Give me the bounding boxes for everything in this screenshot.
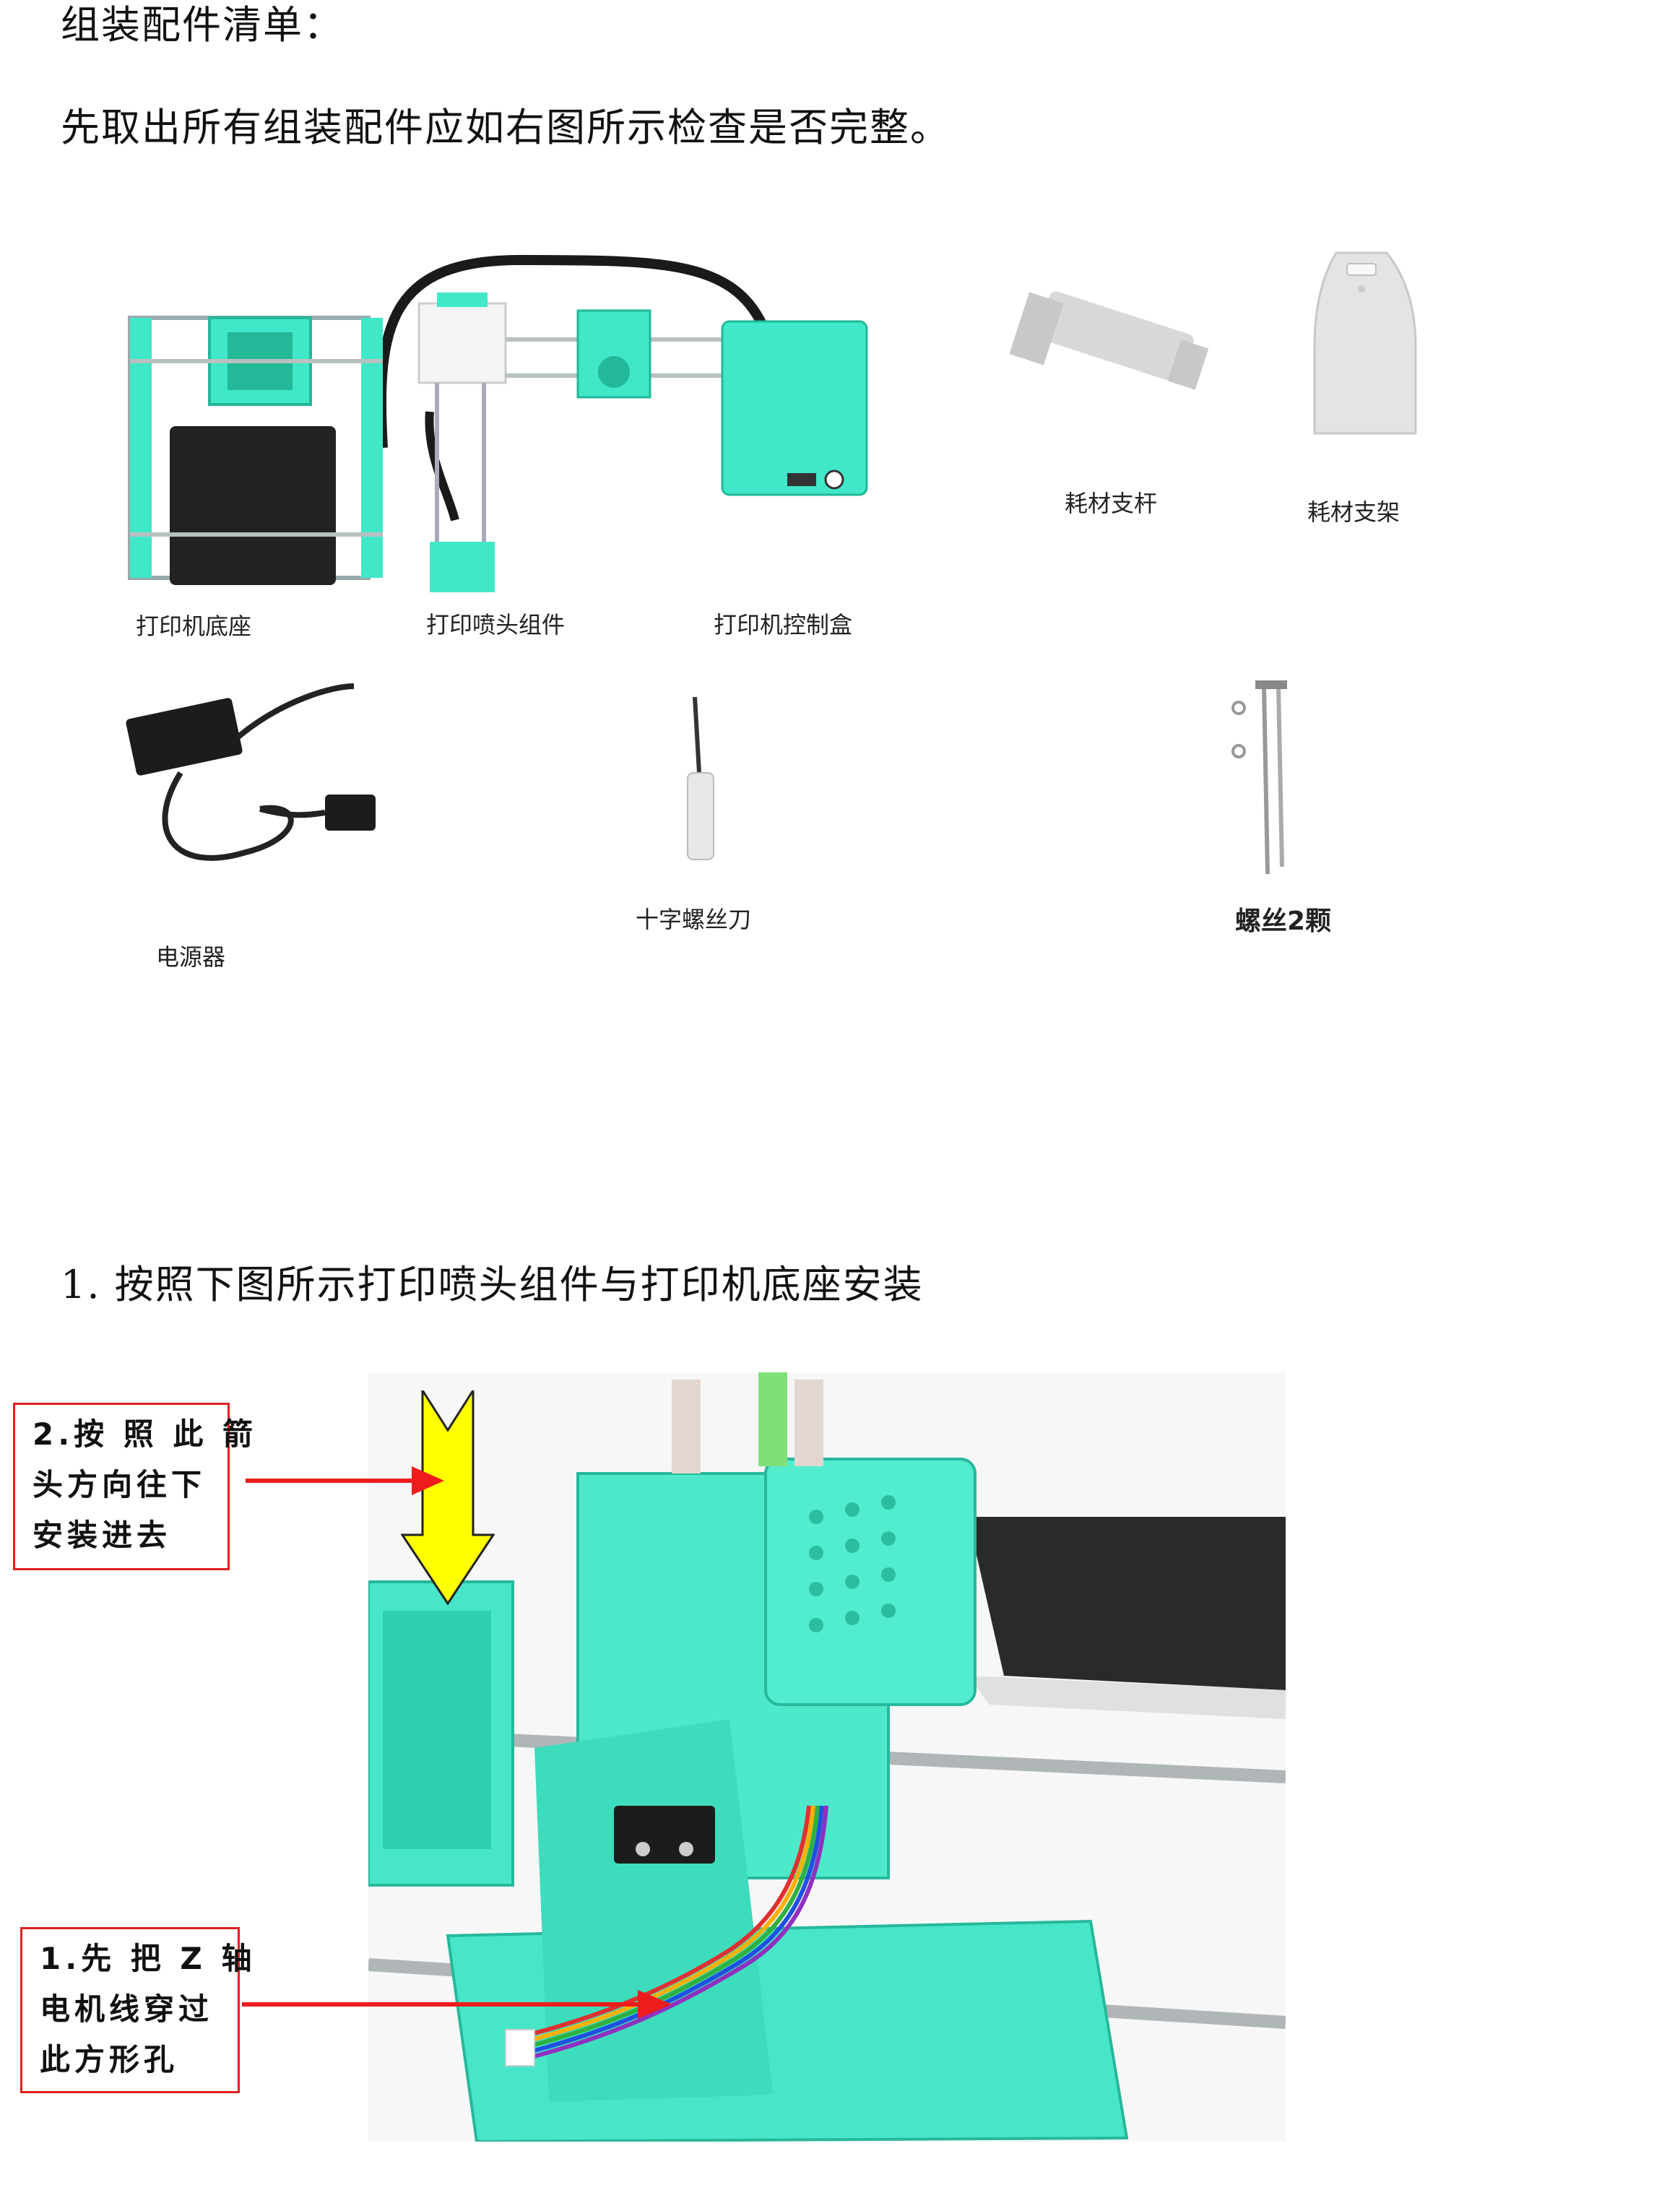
screws-image	[1231, 680, 1287, 875]
printer-overview-image	[128, 254, 868, 592]
instruction-text: 先取出所有组装配件应如右图所示检查是否完整。	[61, 105, 951, 150]
spool-rod-image	[1009, 291, 1209, 390]
spool-holder-image	[1313, 251, 1417, 435]
caption-screwdriver: 十字螺丝刀	[636, 906, 752, 933]
step1-title: 1. 按照下图所示打印喷头组件与打印机底座安装	[61, 1262, 924, 1307]
callout-arrow-note: 2.按 照 此 箭 头方向往下 安装进去	[13, 1403, 258, 1570]
section-title: 组装配件清单：	[61, 2, 344, 48]
caption-spool-holder: 耗材支架	[1307, 498, 1400, 526]
caption-nozzle: 打印喷头组件	[426, 611, 566, 639]
callout-arrow-line-3: 安装进去	[33, 1518, 172, 1553]
callout-arrow-line-2: 头方向往下	[33, 1467, 207, 1502]
caption-spool-rod: 耗材支杆	[1065, 490, 1158, 517]
red-arrow-top-icon	[246, 1466, 444, 1495]
caption-screws: 螺丝2颗	[1235, 906, 1332, 936]
screwdriver-image	[687, 696, 714, 860]
red-arrow-bottom-icon	[242, 1990, 672, 2019]
caption-control-box: 打印机控制盒	[714, 611, 853, 639]
caption-power-adapter: 电源器	[156, 943, 226, 971]
assembly-image	[368, 1372, 1286, 2142]
callout-cable-line-2: 电机线穿过	[40, 1991, 214, 2027]
caption-base: 打印机底座	[136, 613, 252, 640]
callout-arrow-line-1: 2.按 照 此 箭	[33, 1416, 258, 1452]
down-arrow-icon	[401, 1390, 495, 1606]
callout-cable-line-1: 1.先 把 Z 轴	[40, 1941, 256, 1976]
callout-cable-line-3: 此方形孔	[40, 2042, 179, 2077]
power-adapter-image	[126, 683, 376, 861]
callout-cable-note: 1.先 把 Z 轴 电机线穿过 此方形孔	[20, 1927, 256, 2093]
